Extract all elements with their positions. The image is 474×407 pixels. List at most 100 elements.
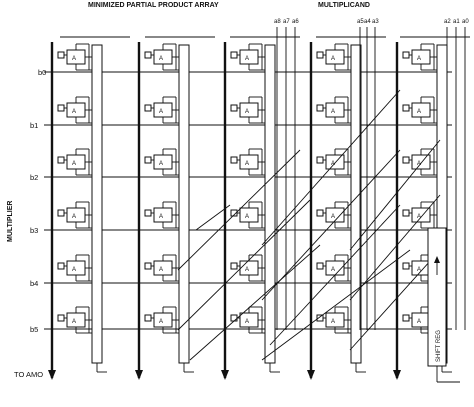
shift-register-arrow — [434, 256, 440, 263]
adder-cell-label: A — [331, 109, 335, 115]
adder-cell-label: A — [417, 267, 421, 273]
multiplicand-bit-label: a2 — [444, 19, 451, 25]
connector-square — [316, 209, 324, 217]
accumulator-arrow — [393, 370, 401, 380]
adder-cell-label: A — [72, 161, 76, 167]
connector-square — [144, 156, 152, 164]
adder-cell-label: A — [417, 109, 421, 115]
adder-cell-label: A — [72, 109, 76, 115]
adder-column — [178, 44, 190, 364]
connector-square — [402, 314, 410, 322]
adder-cell-label: A — [72, 214, 76, 220]
adder-cell-label: A — [72, 56, 76, 62]
multiplier-bit-label: b5 — [30, 325, 38, 334]
connector-square — [57, 51, 65, 59]
multiplier-bit-label: b3 — [30, 226, 38, 235]
connector-square — [316, 262, 324, 270]
connector-square — [144, 262, 152, 270]
adder-cell-label: A — [331, 56, 335, 62]
adder-cell-label: A — [72, 267, 76, 273]
multiplicand-bit-label: a7 — [283, 19, 290, 25]
connector-square — [402, 156, 410, 164]
multiplicand-title: MULTIPLICAND — [318, 2, 370, 9]
connector-square — [402, 104, 410, 112]
connector-square — [230, 104, 238, 112]
connector-square — [144, 104, 152, 112]
connector-square — [57, 209, 65, 217]
array-layer: b0 b1 b2 b3 b4 b5 A A A A A A A A A A A A A A A A A A A A A A A A A A A A… — [30, 19, 470, 383]
shift-diagonal-line — [269, 204, 401, 346]
multiplicand-bit-label: a8 — [274, 19, 281, 25]
adder-cell-label: A — [331, 319, 335, 325]
accumulator-arrow — [221, 370, 229, 380]
adder-cell-label: A — [245, 214, 249, 220]
shift-diagonal-line — [177, 199, 311, 331]
adder-cell-label: A — [245, 56, 249, 62]
multiplier-bit-label: b0 — [38, 68, 46, 77]
multiplicand-bit-label: a3 — [372, 19, 379, 25]
adder-cell-label: A — [245, 267, 249, 273]
adder-cell-label: A — [417, 161, 421, 167]
adder-cell-label: A — [417, 56, 421, 62]
connector-square — [144, 314, 152, 322]
shift-diagonal-line — [349, 194, 441, 301]
connector-square — [230, 156, 238, 164]
adder-cell-label: A — [331, 161, 335, 167]
multiplier-bit-label: b1 — [30, 121, 38, 130]
connector-square — [57, 104, 65, 112]
shift-diagonal-line — [177, 149, 301, 271]
multiplicand-bit-label: a4 — [364, 19, 371, 25]
connector-square — [316, 51, 324, 59]
shift-diagonal-line — [261, 249, 411, 361]
connector-square — [57, 262, 65, 270]
adder-column — [264, 44, 276, 364]
accumulator-arrow — [48, 370, 56, 380]
connector-square — [402, 262, 410, 270]
adder-cell-label: A — [417, 319, 421, 325]
connector-square — [57, 314, 65, 322]
adder-cell-label: A — [159, 214, 163, 220]
multiplier-bit-label: b4 — [30, 279, 38, 288]
adder-cell-label: A — [331, 214, 335, 220]
connector-square — [230, 51, 238, 59]
adder-cell-label: A — [417, 214, 421, 220]
adder-cell-label: A — [159, 161, 163, 167]
adder-cell-label: A — [159, 267, 163, 273]
connector-square — [316, 104, 324, 112]
multiplicand-bit-label: a1 — [453, 19, 460, 25]
adder-cell-label: A — [331, 267, 335, 273]
adder-cell-label: A — [159, 319, 163, 325]
adder-cell-label: A — [72, 319, 76, 325]
connector-square — [402, 51, 410, 59]
adder-cell-label: A — [245, 161, 249, 167]
accumulator-arrow — [135, 370, 143, 380]
connector-square — [230, 262, 238, 270]
connector-square — [144, 209, 152, 217]
multiplicand-bit-label: a6 — [292, 19, 299, 25]
shift-diagonal-line — [349, 249, 441, 351]
shift-diagonal-line — [261, 89, 401, 246]
connector-square — [57, 156, 65, 164]
connector-square — [316, 156, 324, 164]
shift-diagonal-line — [189, 244, 321, 361]
adder-column — [350, 44, 362, 364]
adder-cell-label: A — [159, 109, 163, 115]
multiplicand-bit-label: a5 — [357, 19, 364, 25]
adder-column — [91, 44, 103, 364]
adder-cell-label: A — [159, 56, 163, 62]
multiplicand-bit-label: a0 — [462, 19, 469, 25]
shift-diagonal-line — [195, 204, 231, 231]
adder-cell-label: A — [245, 319, 249, 325]
shift-diagonal-line — [261, 149, 401, 301]
multiplier-bit-label: b2 — [30, 173, 38, 182]
multiplier-label: MULTIPLIER — [7, 201, 14, 242]
shift-register-label: SHIFT REG — [436, 330, 442, 362]
connector-square — [402, 209, 410, 217]
connector-square — [144, 51, 152, 59]
adder-cell-label: A — [245, 109, 249, 115]
connector-square — [230, 314, 238, 322]
accumulator-arrow — [307, 370, 315, 380]
array-title: MINIMIZED PARTIAL PRODUCT ARRAY — [88, 2, 219, 9]
